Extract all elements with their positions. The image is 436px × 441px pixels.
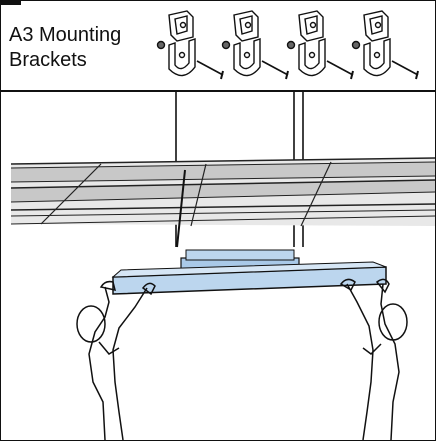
bracket-icon (286, 10, 354, 80)
title-line-2: Brackets (9, 49, 87, 71)
bracket-icon (351, 10, 419, 80)
ceiling-rail (10, 175, 435, 183)
ceiling-rail (10, 191, 435, 203)
ceiling-crossbar (300, 161, 332, 227)
angled-hanger (176, 169, 186, 248)
panel-driver-box (185, 249, 295, 261)
ceiling-rail (10, 215, 435, 225)
led-panel-frame (111, 261, 387, 278)
ceiling-rail (10, 161, 435, 169)
ceiling-crossbar (40, 163, 102, 225)
bracket-icon (156, 10, 224, 80)
title-line-1: A3 Mounting (9, 24, 122, 46)
ceiling-rail (10, 209, 435, 217)
bracket-icon (221, 10, 289, 80)
corner-tab (1, 1, 21, 5)
brackets-illustration (156, 10, 419, 80)
installer-right (339, 278, 408, 440)
installer-left (76, 280, 156, 440)
ceiling-rail (10, 179, 435, 189)
ceiling-rail (10, 157, 435, 165)
installation-scene (10, 92, 435, 440)
ceiling-tile-shaded (11, 180, 435, 202)
ceiling-crossbar (190, 163, 207, 227)
ceiling-rail (10, 203, 435, 211)
